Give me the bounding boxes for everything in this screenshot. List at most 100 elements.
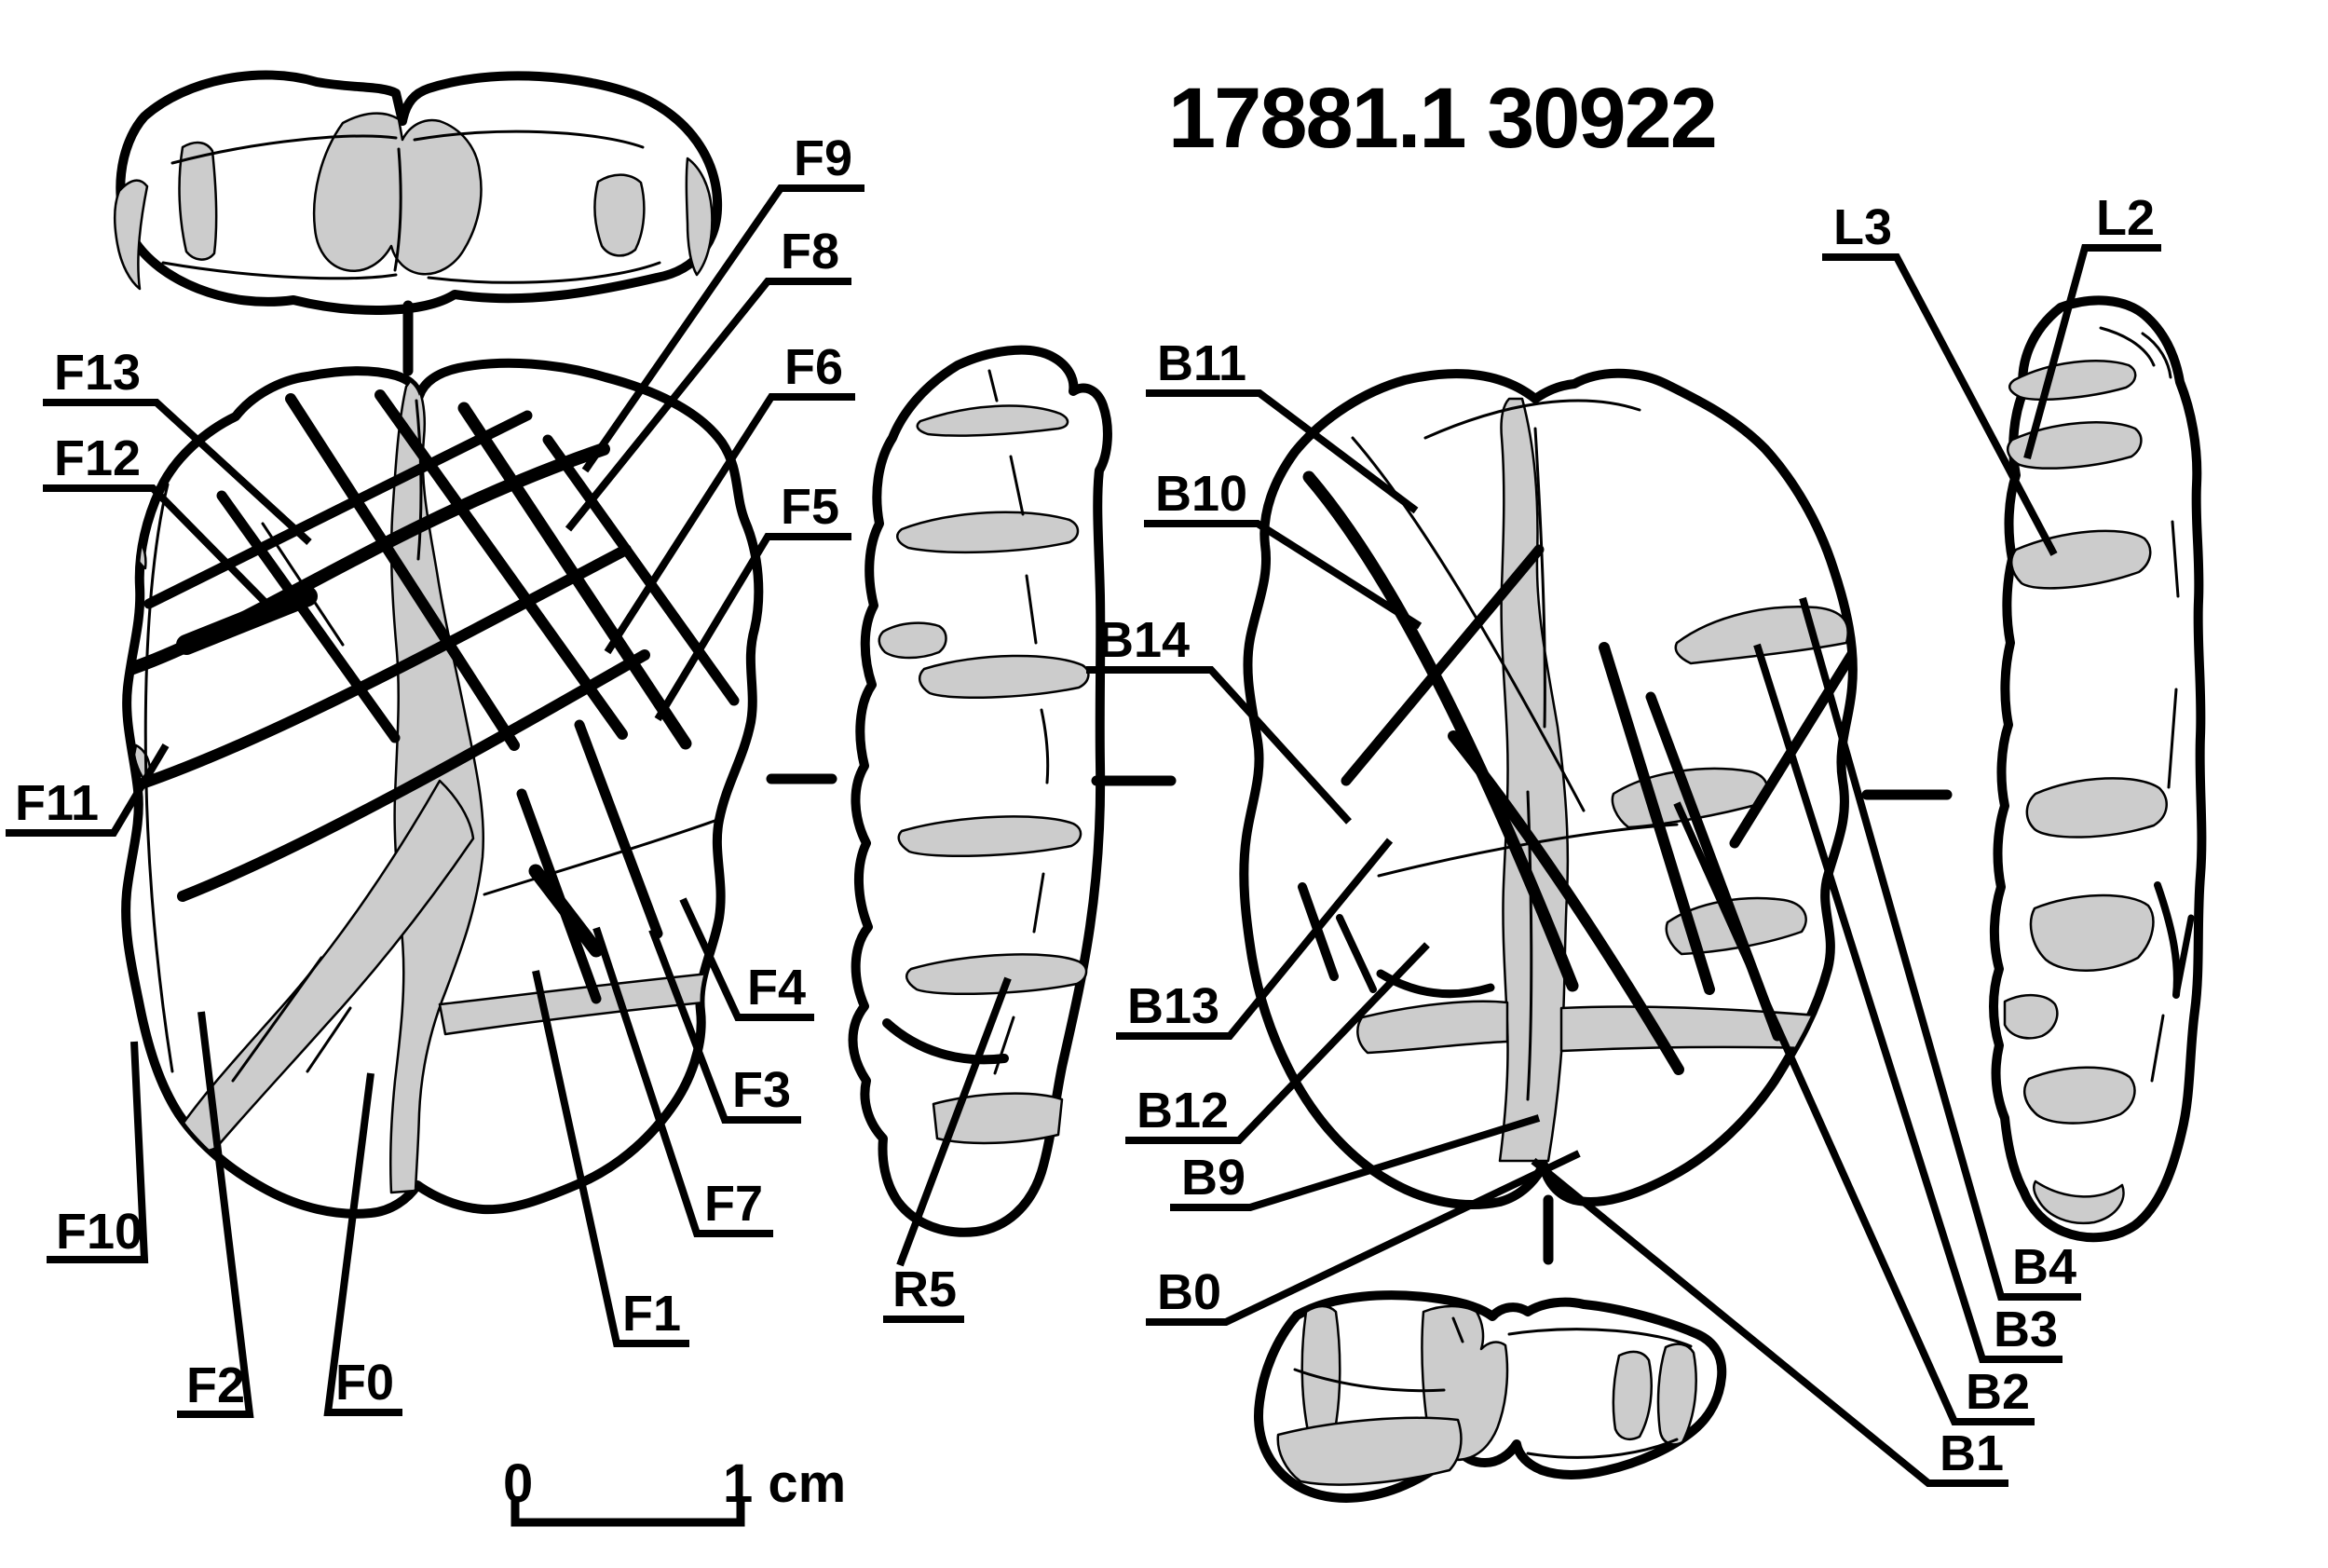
cut-mark bbox=[143, 410, 533, 609]
left-side-view bbox=[1989, 295, 2207, 1243]
surface-line bbox=[1040, 708, 1050, 784]
side-band bbox=[2008, 360, 2137, 401]
leader-F6 bbox=[604, 393, 855, 655]
cut-mark bbox=[1599, 642, 1715, 995]
cut-mark bbox=[1341, 544, 1545, 786]
label-F5: F5 bbox=[781, 479, 839, 535]
surface-line bbox=[1526, 1438, 1679, 1459]
cross-arm-band bbox=[1356, 1000, 1509, 1055]
enamel-patch bbox=[1612, 1350, 1654, 1440]
leader-F3 bbox=[648, 928, 801, 1124]
enamel-patch bbox=[685, 157, 714, 277]
leader-F8 bbox=[565, 278, 851, 532]
side-band bbox=[2033, 1179, 2125, 1225]
surface-line bbox=[2141, 332, 2172, 379]
side-band bbox=[2029, 893, 2155, 972]
surface-line bbox=[231, 956, 323, 1083]
side-band bbox=[2003, 994, 2059, 1040]
leader-F7 bbox=[592, 926, 773, 1237]
surface-line bbox=[2167, 688, 2178, 789]
label-F3: F3 bbox=[732, 1062, 791, 1118]
leader-B0 bbox=[1146, 1150, 1581, 1326]
cut-mark bbox=[574, 719, 663, 939]
cut-mark bbox=[528, 864, 604, 958]
leader-B13 bbox=[1116, 838, 1394, 1040]
side-band bbox=[918, 654, 1090, 700]
label-B9: B9 bbox=[1181, 1150, 1246, 1206]
leader-F9 bbox=[581, 184, 864, 473]
label-F0: F0 bbox=[335, 1355, 394, 1411]
label-F9: F9 bbox=[794, 130, 852, 186]
leader-F0 bbox=[323, 1072, 402, 1416]
surface-line bbox=[393, 147, 402, 272]
surface-line bbox=[415, 399, 423, 561]
surface-line bbox=[306, 1006, 352, 1073]
surface-line bbox=[161, 261, 398, 280]
leader-F4 bbox=[679, 897, 814, 1021]
label-F4: F4 bbox=[747, 960, 806, 1016]
right-side-view bbox=[848, 345, 1112, 1237]
leader-B12 bbox=[1125, 942, 1430, 1144]
label-B11: B11 bbox=[1157, 335, 1246, 391]
front-view bbox=[121, 358, 764, 1219]
surface-line bbox=[2150, 1014, 2165, 1083]
leader-F5 bbox=[654, 533, 851, 722]
leader-B3 bbox=[1753, 643, 2063, 1363]
enamel-patch bbox=[114, 179, 149, 291]
surface-line bbox=[1351, 436, 1586, 812]
leader-F13 bbox=[43, 399, 312, 545]
surface-line bbox=[1025, 574, 1038, 645]
scale-bar: 0 1 cm bbox=[503, 1453, 846, 1527]
side-band bbox=[2022, 1066, 2136, 1125]
label-F11: F11 bbox=[15, 775, 99, 831]
label-B14: B14 bbox=[1097, 612, 1190, 668]
surface-line bbox=[1533, 427, 1546, 729]
label-L2: L2 bbox=[2096, 190, 2155, 246]
leader-L3 bbox=[1822, 253, 2058, 556]
scale-bar-line bbox=[511, 1496, 745, 1527]
label-R5: R5 bbox=[892, 1261, 957, 1317]
label-B2: B2 bbox=[1966, 1364, 2030, 1420]
surface-line bbox=[987, 369, 999, 402]
mark-labels: F9 F8 F6 F5 F13 F12 F11 F10 F2 F0 F1 F7 … bbox=[15, 130, 2155, 1481]
enamel-patch bbox=[178, 141, 218, 261]
label-F2: F2 bbox=[186, 1357, 245, 1413]
side-band bbox=[2025, 777, 2168, 839]
label-F1: F1 bbox=[622, 1286, 681, 1342]
cut-mark bbox=[1302, 470, 1579, 992]
surface-line bbox=[1423, 399, 1641, 440]
cross-arm-band bbox=[1559, 1005, 1847, 1053]
side-band bbox=[896, 511, 1080, 554]
side-band bbox=[916, 404, 1069, 437]
label-B10: B10 bbox=[1155, 466, 1247, 522]
surface-line bbox=[143, 483, 174, 1073]
label-B13: B13 bbox=[1127, 978, 1219, 1034]
leader-F2 bbox=[177, 1011, 254, 1418]
leader-B11 bbox=[1146, 389, 1419, 514]
leader-F12 bbox=[43, 484, 282, 620]
label-B1: B1 bbox=[1940, 1425, 2004, 1481]
enamel-patch bbox=[312, 112, 483, 276]
cut-mark bbox=[542, 434, 740, 706]
surface-line bbox=[1032, 872, 1045, 934]
surface-line bbox=[1293, 1368, 1446, 1393]
bottom-view bbox=[1254, 1290, 1727, 1503]
label-F8: F8 bbox=[781, 224, 839, 280]
leader-F11 bbox=[6, 743, 170, 837]
surface-line bbox=[1507, 1328, 1693, 1348]
cut-mark bbox=[2172, 914, 2195, 999]
cut-mark bbox=[216, 490, 401, 743]
enamel-patch bbox=[593, 173, 646, 257]
surface-line bbox=[170, 134, 398, 165]
side-band bbox=[878, 621, 947, 660]
leader-lines bbox=[6, 184, 2161, 1487]
specimen-title: 17881.1 30922 bbox=[1168, 71, 1716, 166]
surface-line bbox=[1451, 1316, 1464, 1343]
enamel-patch bbox=[1656, 1343, 1697, 1446]
surface-line bbox=[1009, 455, 1025, 516]
occlusal-top-view bbox=[114, 70, 723, 315]
leader-R5 bbox=[883, 976, 1012, 1323]
label-L3: L3 bbox=[1833, 199, 1892, 255]
